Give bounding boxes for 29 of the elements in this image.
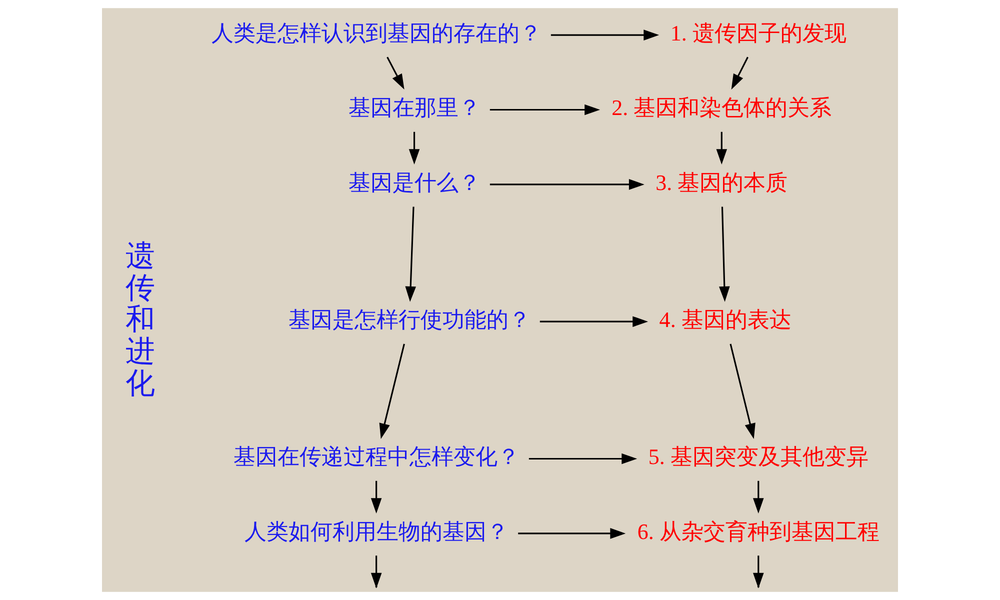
node-text: 人类如何利用生物的基因？ — [244, 520, 508, 545]
node-text: 5. 基因突变及其他变异 — [648, 444, 868, 470]
arrow — [730, 344, 756, 439]
node-text: 3. 基因的本质 — [656, 170, 788, 195]
node-text: 基因是什么？ — [348, 170, 480, 196]
arrow — [528, 453, 638, 464]
node-text: 人类是怎样认识到基因的存在的？ — [211, 21, 542, 46]
arrow — [540, 316, 648, 328]
arrow — [405, 206, 416, 302]
node-text: 基因是怎样行使功能的？ — [288, 308, 530, 333]
arrow — [731, 56, 748, 90]
arrow — [490, 179, 644, 190]
arrow — [716, 132, 728, 165]
arrow — [386, 56, 404, 90]
arrow — [719, 206, 730, 302]
node-text: 2. 基因和染色体的关系 — [612, 95, 832, 120]
arrow — [408, 132, 420, 165]
node-text: 4. 基因的表达 — [659, 306, 792, 332]
node-text: 基因在那里？ — [348, 96, 480, 122]
arrow — [752, 480, 764, 514]
arrow — [518, 528, 626, 539]
node-text: 基因在传递过程中怎样变化？ — [233, 445, 520, 470]
label: 遗传和进化 — [125, 238, 154, 400]
arrow — [379, 344, 405, 439]
node-text: 6. 从杂交育种到基因工程 — [637, 518, 880, 544]
arrow — [370, 480, 382, 514]
arrow — [550, 30, 660, 40]
node-text: 1. 遗传因子的发现 — [670, 20, 846, 46]
arrow — [490, 104, 600, 116]
